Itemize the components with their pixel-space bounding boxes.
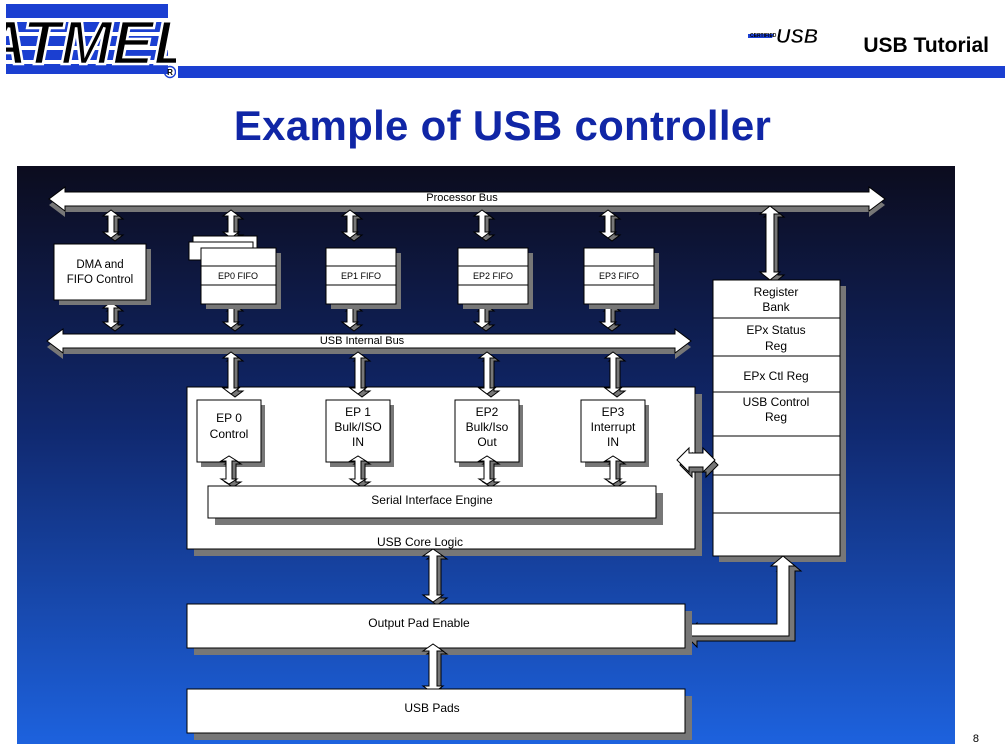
ep3-interrupt-in-block: EP3 Interrupt IN <box>580 399 649 467</box>
svg-text:R: R <box>167 68 173 77</box>
usb-internal-bus: USB Internal Bus <box>46 328 692 359</box>
svg-text:EP 0: EP 0 <box>216 411 242 425</box>
connector-arrows-ep-top <box>221 351 627 398</box>
svg-text:Serial Interface Engine: Serial Interface Engine <box>371 493 493 507</box>
svg-text:USB Control: USB Control <box>743 395 810 409</box>
svg-text:EP3 FIFO: EP3 FIFO <box>599 271 639 281</box>
logo-text: ATMEL <box>6 9 176 78</box>
svg-text:EP 1: EP 1 <box>345 405 371 419</box>
ep1-fifo-block: EP1 FIFO <box>325 247 401 309</box>
svg-text:Interrupt: Interrupt <box>591 420 636 434</box>
output-pad-enable-block: Output Pad Enable <box>186 603 692 655</box>
svg-text:CERTIFIED: CERTIFIED <box>750 33 777 39</box>
svg-text:EP2: EP2 <box>476 405 499 419</box>
dma-fifo-control-block: DMA and FIFO Control <box>53 243 151 305</box>
connector-arrows-ep-bottom <box>219 455 627 488</box>
ep2-fifo-block: EP2 FIFO <box>457 247 533 309</box>
usb-internal-bus-label: USB Internal Bus <box>320 335 405 347</box>
ep0-control-block: EP 0 Control <box>196 399 265 467</box>
svg-text:FIFO Control: FIFO Control <box>67 274 133 286</box>
processor-bus: Processor Bus <box>48 186 886 217</box>
svg-text:IN: IN <box>607 435 619 449</box>
svg-text:Register: Register <box>754 285 799 299</box>
usb-certified-logo: CERTIFIED USB <box>746 24 819 53</box>
svg-text:Output Pad Enable: Output Pad Enable <box>368 616 470 630</box>
page-number: 8 <box>972 733 979 745</box>
svg-text:Reg: Reg <box>765 339 787 353</box>
serial-interface-engine-block: Serial Interface Engine <box>207 485 663 525</box>
svg-text:USB: USB <box>776 26 818 48</box>
slide-title: Example of USB controller <box>233 102 772 149</box>
header-bar <box>178 66 1005 78</box>
connector-arrows-middle <box>101 301 622 332</box>
usb-pads-block: USB Pads <box>186 688 692 740</box>
slide-header: ATMEL R CERTIFIED USB USB Tutorial <box>0 0 1005 84</box>
svg-text:Bulk/Iso: Bulk/Iso <box>466 420 509 434</box>
svg-text:EP3: EP3 <box>602 405 625 419</box>
svg-text:EP1 FIFO: EP1 FIFO <box>341 271 381 281</box>
tutorial-label: USB Tutorial <box>863 34 989 57</box>
svg-text:EP2 FIFO: EP2 FIFO <box>473 271 513 281</box>
ep3-fifo-block: EP3 FIFO <box>583 247 659 309</box>
processor-bus-label: Processor Bus <box>426 192 498 204</box>
usb-controller-diagram: Processor Bus USB Internal Bus <box>17 166 955 749</box>
svg-text:Bank: Bank <box>762 300 790 314</box>
svg-text:Bulk/ISO: Bulk/ISO <box>334 420 381 434</box>
ep0-fifo-block: EP0 FIFO <box>188 235 281 309</box>
svg-text:EPx Status: EPx Status <box>746 323 805 337</box>
svg-text:DMA and: DMA and <box>76 259 123 271</box>
core-output-connector <box>421 548 449 606</box>
svg-text:Control: Control <box>210 427 249 441</box>
svg-text:EPx Ctl Reg: EPx Ctl Reg <box>743 369 808 383</box>
svg-text:USB Pads: USB Pads <box>404 701 459 715</box>
svg-text:IN: IN <box>352 435 364 449</box>
ep1-bulk-iso-in-block: EP 1 Bulk/ISO IN <box>325 399 394 467</box>
connector-arrows-upper <box>101 205 786 284</box>
atmel-logo: ATMEL R <box>0 4 193 85</box>
svg-text:EP0 FIFO: EP0 FIFO <box>218 271 258 281</box>
svg-text:Out: Out <box>477 435 497 449</box>
svg-text:USB Core Logic: USB Core Logic <box>377 535 463 549</box>
ep2-bulk-iso-out-block: EP2 Bulk/Iso Out <box>454 399 523 467</box>
core-register-connector <box>676 446 719 479</box>
svg-text:Reg: Reg <box>765 410 787 424</box>
register-bank-block: Register Bank EPx Status Reg EPx Ctl Reg… <box>712 279 846 562</box>
